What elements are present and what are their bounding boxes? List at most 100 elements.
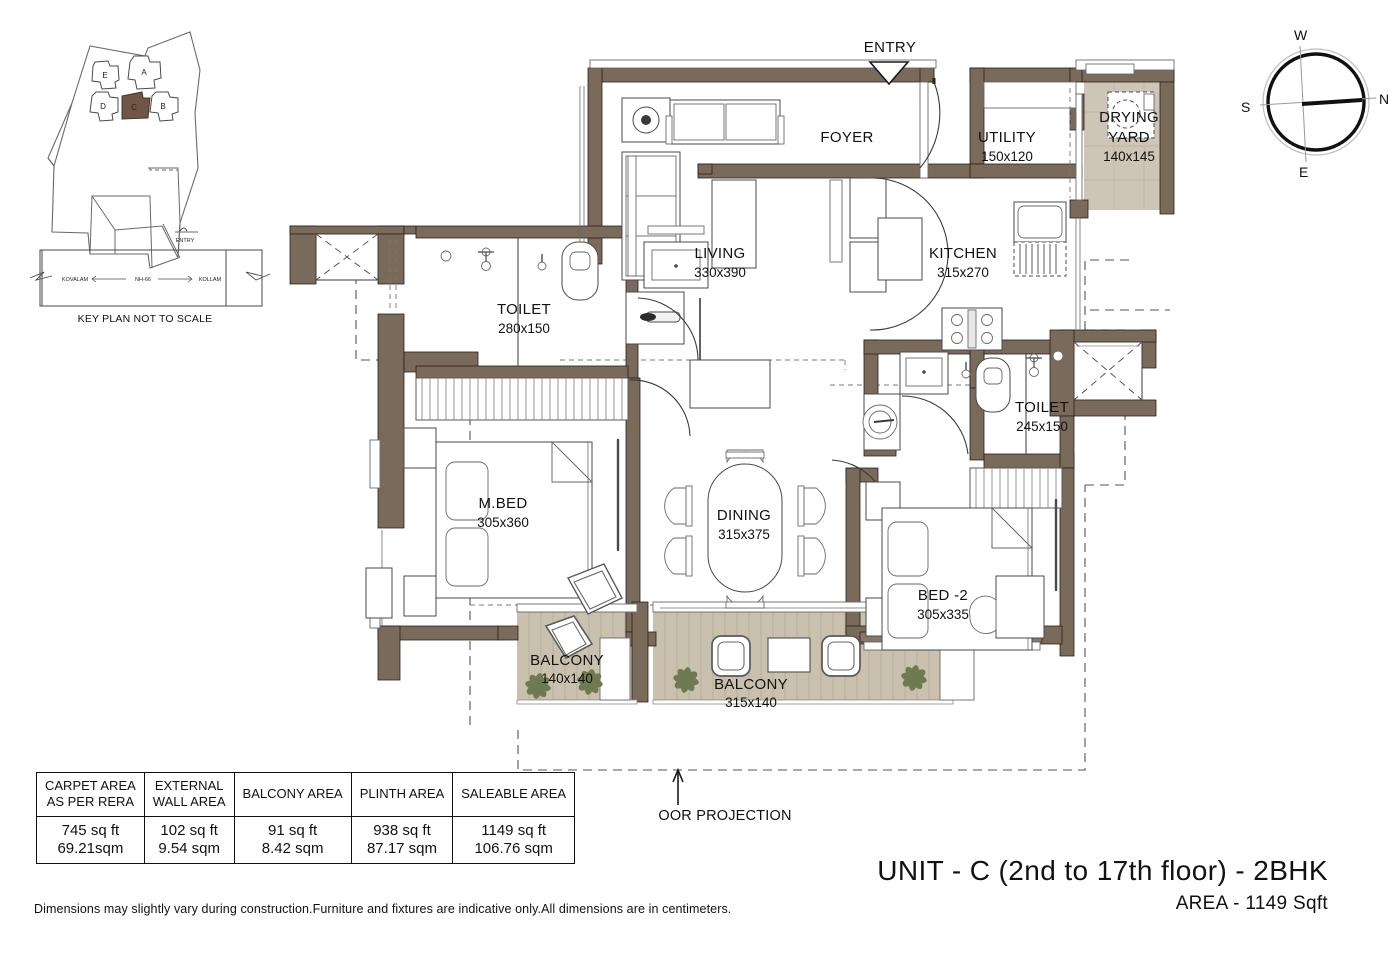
floor-plan-drawing: ENTRY OOR PROJECTION FOYER LIVING 330x39… [289, 39, 1175, 820]
kitchen-burner-3 [951, 332, 963, 344]
room-label-balcony-small: BALCONY [530, 652, 604, 669]
toilet1-door-swing [637, 297, 699, 361]
dining-chair-top-back [725, 451, 765, 459]
wall-utility-top [969, 67, 1071, 83]
area-table-value-external-wall: 102 sq ft 9.54 sqm [143, 815, 235, 865]
room-dim-toilet-right: 245x150 [1016, 419, 1068, 434]
window-mbed-left [369, 439, 381, 489]
furniture-mbed [365, 427, 623, 619]
key-plan-block-D[interactable] [89, 91, 119, 122]
balcony-small-chair-inner [551, 621, 587, 656]
toilet1-floor-drain [440, 250, 452, 262]
kitchen-door-swing [869, 177, 949, 331]
toilet2-basin-drain [922, 370, 926, 374]
living-sofa-arm-left [665, 115, 673, 145]
room-dim-toilet-left: 280x150 [498, 321, 550, 336]
toilet1-basin-drain [674, 264, 678, 268]
key-plan-entry-label: ENTRY [176, 238, 195, 244]
entry-arrow-triangle [868, 61, 910, 86]
area-table-header-saleable: SALEABLE AREA [452, 772, 576, 817]
balcony-small-plant-2 [577, 669, 603, 695]
dining-chair-right-2[interactable] [803, 537, 826, 575]
room-dim-bed2: 305x335 [917, 607, 969, 622]
dining-chair-right-1-back [797, 485, 805, 527]
dining-chair-left-1[interactable] [664, 487, 687, 525]
living-sofa-arm-right [777, 115, 785, 145]
key-plan-block-B[interactable] [149, 91, 179, 122]
key-plan-block-B-label: B [160, 102, 165, 111]
entry-label: ENTRY [864, 39, 917, 56]
entry-door-swing [919, 81, 941, 169]
toilet1-wc-seat [569, 251, 591, 271]
wall-vent-top [289, 225, 405, 235]
living-sofa-cushion-1 [673, 103, 725, 141]
mbed-wardrobe [365, 567, 393, 619]
key-plan-block-A[interactable] [127, 55, 162, 90]
toilet2-faucet-head [961, 369, 971, 379]
room-label-foyer: FOYER [820, 129, 873, 146]
wall-foyer-bottom [697, 163, 985, 179]
wall-mbed-bottom-jamb [497, 625, 519, 641]
furniture-living [621, 97, 785, 345]
living-coffee-table [711, 179, 757, 269]
area-table-header-carpet: CARPET AREA AS PER RERA [36, 772, 145, 817]
key-plan-road-right-direction: KOLLAM [199, 277, 222, 283]
compass-label-right: N [1379, 91, 1389, 107]
drying-yard-door [1075, 93, 1083, 201]
room-label-kitchen: KITCHEN [929, 245, 997, 262]
dining-chair-left-1-back [685, 485, 693, 527]
toilet1-faucet-head [537, 261, 547, 271]
key-plan: E A D C B ENTRY KOVALAM NH-66 KOLLAM KEY… [30, 31, 271, 325]
key-plan-road-left-direction: KOVALAM [62, 277, 89, 283]
bed2-study-chair[interactable] [969, 595, 997, 634]
dining-chair-left-2[interactable] [664, 537, 687, 575]
kitchen-drainboard [1013, 241, 1067, 277]
room-dim-drying-yard: 140x145 [1103, 149, 1155, 164]
wall-dryingyard-right [1159, 67, 1175, 215]
living-tv-dot [640, 313, 656, 321]
room-dim-kitchen: 315x270 [937, 265, 989, 280]
bed2-study-table [995, 575, 1045, 639]
furniture-kitchen [849, 91, 1155, 351]
key-plan-block-C-label: C [131, 103, 137, 112]
room-label-balcony-large: BALCONY [714, 676, 788, 693]
room-dim-balcony-large: 315x140 [725, 695, 777, 710]
dining-sideboard [689, 359, 771, 409]
key-plan-block-E[interactable] [91, 60, 120, 90]
wall-mbed-left-outer [377, 313, 405, 529]
toilet2-door-swing [901, 395, 969, 455]
area-table-value-saleable: 1149 sq ft 106.76 sqm [452, 815, 576, 865]
balcony-large-table [767, 637, 811, 673]
room-dim-utility: 150x120 [981, 149, 1033, 164]
toilet2-wc [975, 357, 1011, 413]
parapet-top-living [589, 59, 937, 69]
area-table-value-balcony: 91 sq ft 8.42 sqm [233, 815, 352, 865]
disclaimer-text: Dimensions may slightly vary during cons… [34, 902, 732, 916]
balcony-large-chair-1-seat [717, 641, 745, 671]
title-block: UNIT - C (2nd to 17th floor) - 2BHK AREA… [877, 855, 1328, 915]
room-label-toilet-left: TOILET [497, 301, 551, 318]
room-dim-balcony-small: 140x140 [541, 671, 593, 686]
projection-label: OOR PROJECTION [658, 808, 791, 820]
dining-chair-right-1[interactable] [803, 487, 826, 525]
bed2-blanket-fold [991, 506, 1034, 549]
projection-callout: OOR PROJECTION [658, 767, 791, 820]
kitchen-fridge [877, 217, 923, 281]
balcony-large-chair-2-seat [827, 641, 855, 671]
room-label-dining: DINING [717, 507, 771, 524]
kitchen-burner-2 [981, 314, 993, 326]
room-dim-mbed: 305x360 [477, 515, 529, 530]
compass-label-top: W [1294, 27, 1308, 43]
area-table-header-plinth: PLINTH AREA [350, 772, 454, 817]
kitchen-hob-grate [967, 309, 977, 349]
compass-needle [1302, 98, 1362, 106]
key-plan-block-D-label: D [100, 102, 106, 111]
vent-shafts [315, 233, 1143, 401]
key-plan-site-boundary [47, 31, 201, 269]
drying-yard-tap [1143, 93, 1155, 111]
key-plan-block-A-label: A [141, 68, 147, 77]
wall-vent2-bottom [1059, 399, 1157, 417]
room-label-drying-yard-line1: DRYING [1099, 109, 1159, 126]
key-plan-block-C-highlight[interactable] [121, 91, 151, 120]
entry-marker: ENTRY [864, 39, 917, 86]
